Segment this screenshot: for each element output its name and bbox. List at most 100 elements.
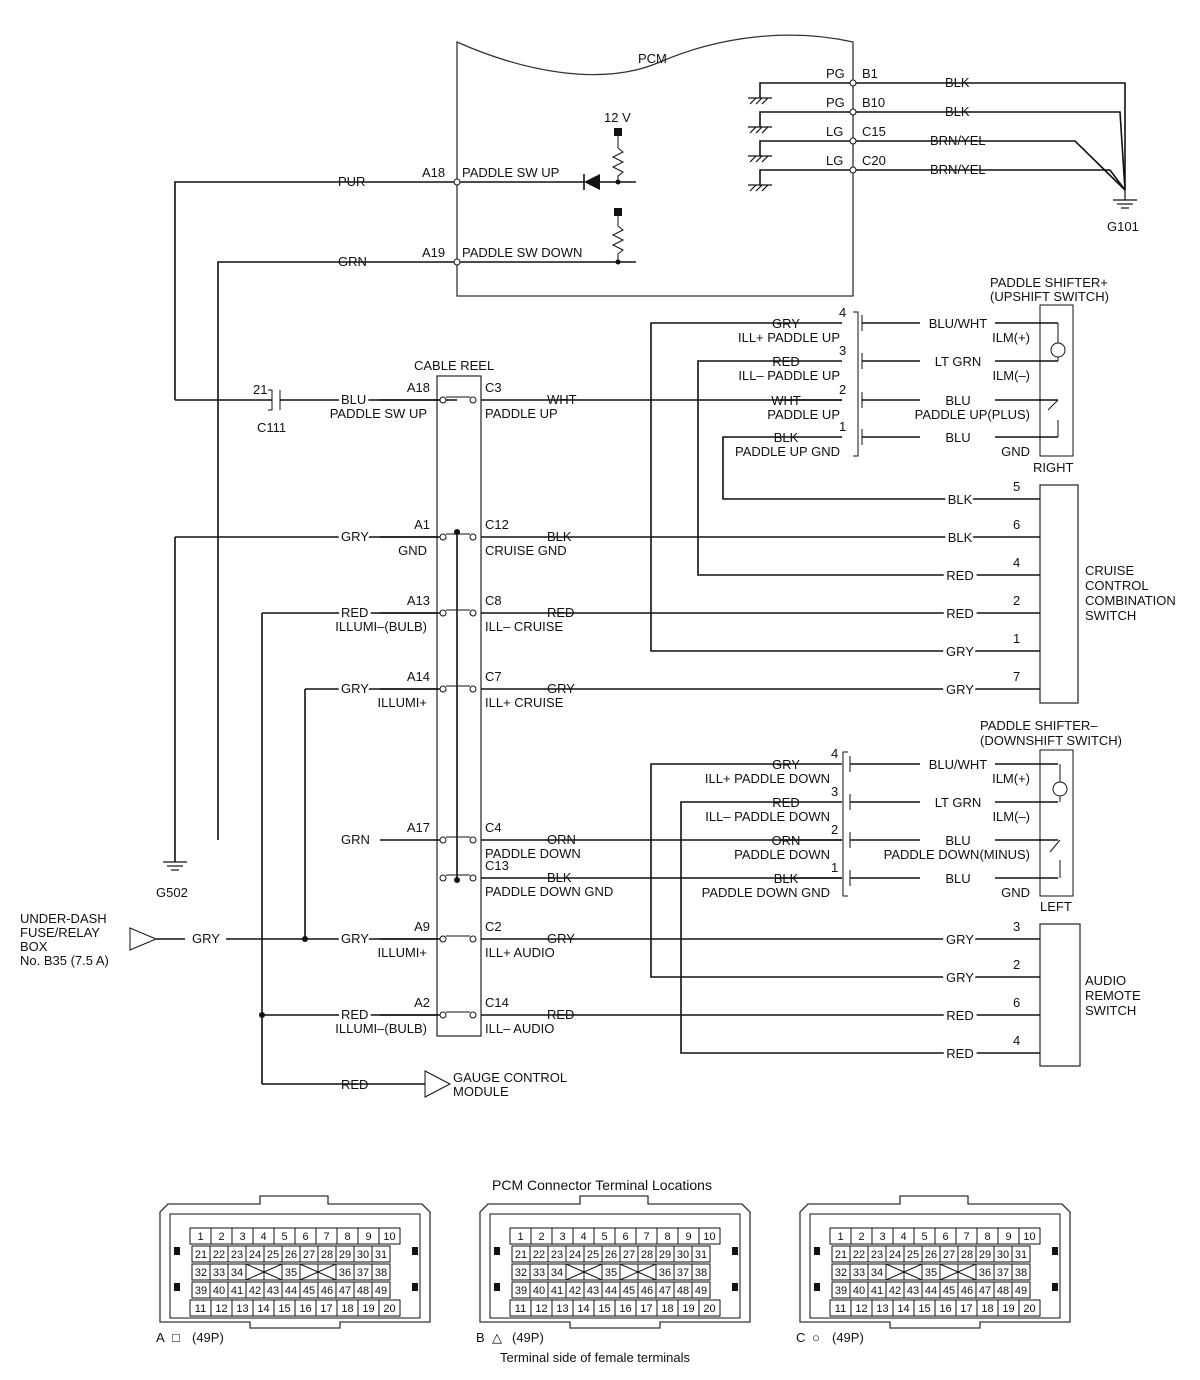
terminal-number: 23	[871, 1249, 883, 1261]
terminal-number: 17	[320, 1303, 332, 1315]
terminal-number: 5	[281, 1231, 287, 1243]
reel-left-pin: A13	[407, 593, 430, 608]
terminal-number: 29	[339, 1249, 351, 1261]
audio-title-3: SWITCH	[1085, 1003, 1136, 1018]
reel-left-wire: GRY	[341, 681, 369, 696]
terminal-number: 20	[1023, 1303, 1035, 1315]
paddle-shifter-minus: PADDLE SHIFTER– (DOWNSHIFT SWITCH) LEFT …	[702, 718, 1122, 914]
terminal-number: 12	[855, 1303, 867, 1315]
shifter-plus-title-2: (UPSHIFT SWITCH)	[990, 289, 1109, 304]
terminal-number: 28	[321, 1249, 333, 1261]
terminal-number: 33	[533, 1267, 545, 1279]
terminal-number: 9	[685, 1231, 691, 1243]
shifter-wire: GRY	[772, 757, 800, 772]
pcm-input-a19: GRN A19 PADDLE SW DOWN	[217, 245, 600, 840]
reel-left-name: ILLUMI–(BULB)	[335, 619, 427, 634]
terminal-number: 2	[218, 1231, 224, 1243]
shifter-right-wire: BLU	[945, 833, 970, 848]
reel-left-pin: A2	[414, 995, 430, 1010]
shifter-pin-number: 2	[831, 822, 838, 837]
terminal-number: 15	[278, 1303, 290, 1315]
reel-right-name: ILL+ CRUISE	[485, 695, 564, 710]
connector-letter: C	[796, 1330, 805, 1345]
switch-wire: GRY	[946, 932, 974, 947]
shifter-right-wire: BLU/WHT	[929, 316, 988, 331]
shifter-pin-name: ILL– PADDLE UP	[738, 368, 840, 383]
shifter-pin-name: ILL+ PADDLE DOWN	[705, 771, 830, 786]
reel-left-pin: A9	[414, 919, 430, 934]
terminal-number: 4	[900, 1231, 906, 1243]
ground-wire-c20: BRN/YEL	[930, 162, 986, 177]
terminal-number: 19	[362, 1303, 374, 1315]
reel-right-pin: C8	[485, 593, 502, 608]
switch-pin-number: 3	[1013, 919, 1020, 934]
terminal-number: 14	[577, 1303, 589, 1315]
shifter-terminal-name: ILM(+)	[992, 771, 1030, 786]
terminal-number: 27	[303, 1249, 315, 1261]
switch-pin-number: 6	[1013, 517, 1020, 532]
shifter-pin-name: ILL+ PADDLE UP	[738, 330, 840, 345]
ground-g502-icon	[163, 861, 187, 871]
terminal-number: 18	[661, 1303, 673, 1315]
terminal-number: 37	[357, 1267, 369, 1279]
shifter-right-wire: BLU	[945, 430, 970, 445]
shifter-terminal-name: PADDLE UP(PLUS)	[915, 407, 1030, 422]
connector-symbol: ○	[812, 1330, 820, 1345]
ground-color-b1: PG	[826, 66, 845, 81]
terminal-number: 22	[853, 1249, 865, 1261]
fuse-box-line-3: BOX	[20, 939, 48, 954]
terminal-number: 30	[997, 1249, 1009, 1261]
terminal-number: 48	[677, 1285, 689, 1297]
terminal-number: 3	[879, 1231, 885, 1243]
switch-pin-number: 2	[1013, 593, 1020, 608]
lamp-icon	[1050, 342, 1066, 358]
terminal-number: 18	[981, 1303, 993, 1315]
pin-label-a19: A19	[422, 245, 445, 260]
terminal-number: 12	[535, 1303, 547, 1315]
wire-label-grn: GRN	[338, 254, 367, 269]
terminal-number: 1	[517, 1231, 523, 1243]
reel-right-pin: C3	[485, 380, 502, 395]
shifter-pin-number: 4	[839, 305, 846, 320]
reel-left-name: ILLUMI+	[378, 945, 428, 960]
ground-g101-label: G101	[1107, 219, 1139, 234]
shifter-terminal-name: ILM(–)	[992, 809, 1030, 824]
audio-title-1: AUDIO	[1085, 973, 1126, 988]
switch-wire: RED	[946, 1008, 973, 1023]
terminal-number: 7	[963, 1231, 969, 1243]
terminal-number: 33	[213, 1267, 225, 1279]
terminal-number: 24	[249, 1249, 261, 1261]
reel-right-name: ILL+ AUDIO	[485, 945, 555, 960]
pcm-supply: 12 V	[604, 110, 631, 125]
shifter-pin-number: 2	[839, 382, 846, 397]
terminal-number: 43	[587, 1285, 599, 1297]
terminal-number: 7	[323, 1231, 329, 1243]
terminal-number: 44	[925, 1285, 937, 1297]
terminal-number: 45	[303, 1285, 315, 1297]
terminal-number: 13	[236, 1303, 248, 1315]
reel-right-pin: C2	[485, 919, 502, 934]
terminal-number: 6	[942, 1231, 948, 1243]
terminal-number: 45	[623, 1285, 635, 1297]
cruise-title-4: SWITCH	[1085, 608, 1136, 623]
shifter-plus-side: RIGHT	[1033, 460, 1074, 475]
reel-right-pin: C12	[485, 517, 509, 532]
shifter-terminal-name: GND	[1001, 885, 1030, 900]
gauge-arrow-icon	[424, 1070, 452, 1098]
terminal-number: 42	[249, 1285, 261, 1297]
terminal-number: 35	[605, 1267, 617, 1279]
terminal-number: 39	[835, 1285, 847, 1297]
gauge-wire-label: RED	[341, 1077, 368, 1092]
switch-pin-number: 7	[1013, 669, 1020, 684]
terminal-number: 9	[365, 1231, 371, 1243]
